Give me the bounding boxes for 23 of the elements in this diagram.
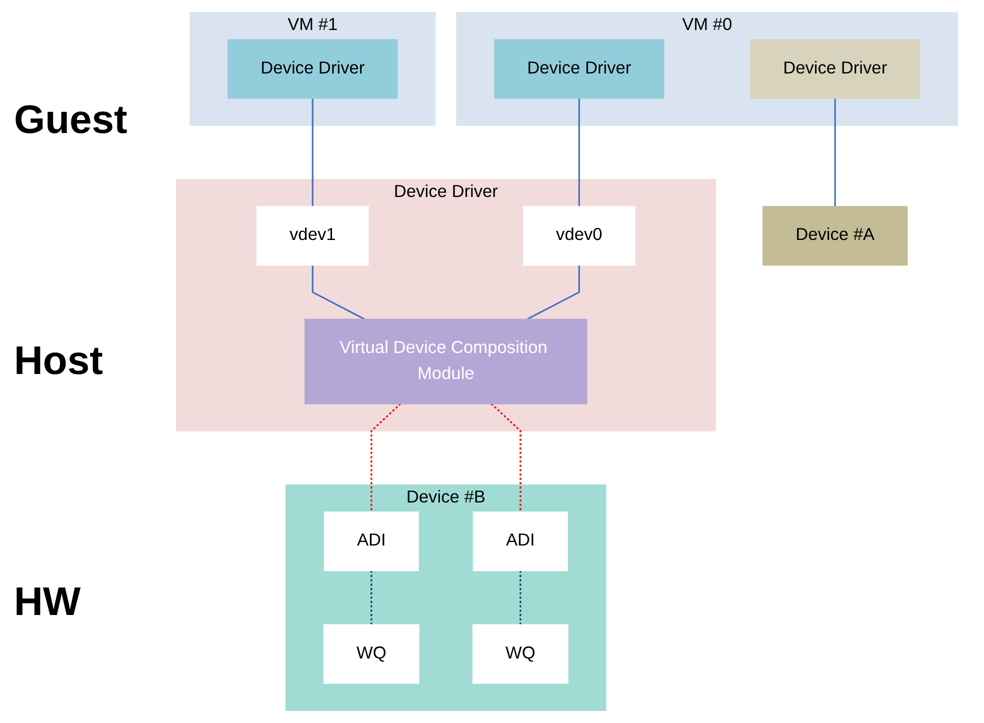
connector	[370, 570, 372, 625]
layer-label: HW	[14, 580, 82, 625]
node-box: Device Driver	[750, 39, 920, 99]
node-box: Device #A	[762, 206, 908, 266]
node-box: ADI	[472, 512, 568, 572]
node-box: WQ	[472, 624, 568, 684]
node-box: vdev0	[522, 206, 636, 266]
connector	[578, 98, 580, 207]
connector	[526, 265, 580, 320]
layer-label: Host	[14, 339, 104, 384]
node-box: ADI	[324, 512, 419, 572]
layer-label: Guest	[14, 98, 128, 143]
connector	[312, 265, 366, 320]
node-box: vdev1	[256, 206, 369, 266]
connector	[490, 403, 522, 512]
connector	[312, 98, 314, 207]
node-box: WQ	[323, 624, 420, 684]
node-box: Device Driver	[494, 39, 664, 99]
connector	[834, 98, 836, 207]
node-box: Virtual Device Composition Module	[304, 318, 588, 404]
connector	[520, 570, 522, 625]
connector	[370, 403, 402, 512]
node-box: Device Driver	[228, 39, 398, 99]
